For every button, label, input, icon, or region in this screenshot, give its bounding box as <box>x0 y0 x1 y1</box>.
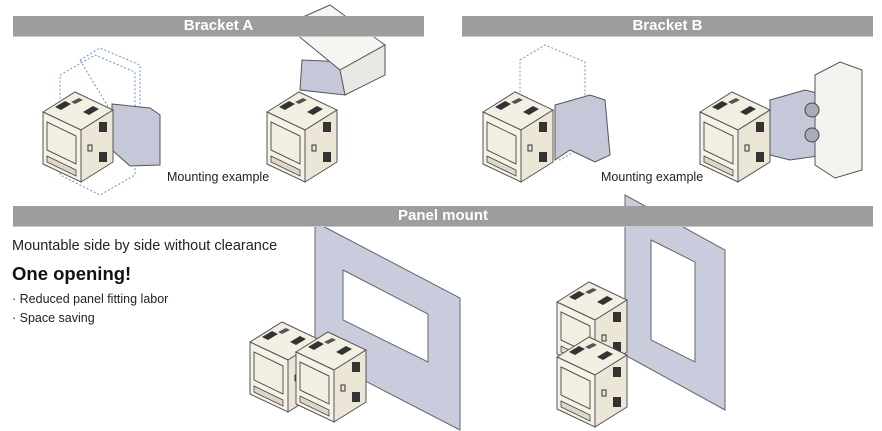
panel-plate-horizontal <box>314 221 461 431</box>
bracket-a-part <box>111 103 161 167</box>
panel-mount-headline: Mountable side by side without clearance <box>12 238 278 254</box>
caption-bracket-b: Mounting example <box>601 170 704 184</box>
device-bracket-b-exploded <box>482 91 554 183</box>
section-header-panel-mount: Panel mount <box>13 206 873 227</box>
section-header-bracket-b: Bracket B <box>462 16 873 37</box>
device-bracket-b-mounted <box>699 91 771 183</box>
bracket-b-part <box>554 94 611 163</box>
panel-plate-vertical <box>624 194 726 411</box>
caption-bracket-a: Mounting example <box>167 170 270 184</box>
bullet-item: · Space saving <box>12 311 95 325</box>
device-bracket-a-exploded <box>42 91 114 183</box>
device-panel-stack-bottom <box>556 336 628 428</box>
bullet-item: · Reduced panel fitting labor <box>12 292 169 306</box>
device-bracket-a-mounted <box>266 91 338 183</box>
device-panel-right <box>295 331 367 423</box>
panel-mount-emphasis: One opening! <box>12 263 132 284</box>
aluminum-extrusion-b <box>769 61 863 179</box>
section-header-bracket-a: Bracket A <box>13 16 424 37</box>
bracket-b-exploded-outline <box>519 44 586 161</box>
